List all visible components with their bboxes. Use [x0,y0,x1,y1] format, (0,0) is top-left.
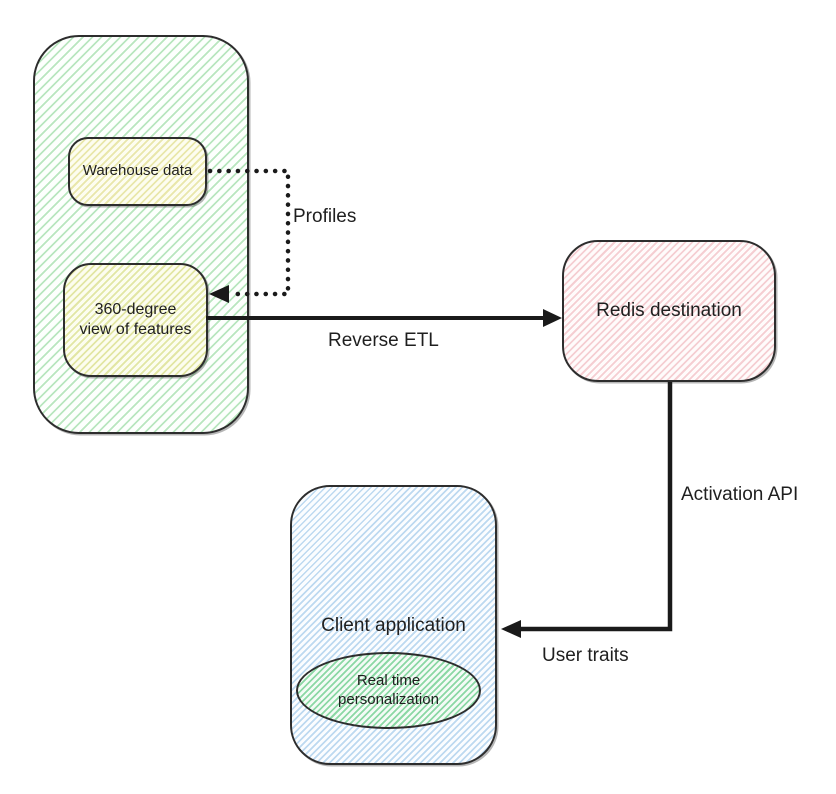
node-realtime-personalization: Real time personalization [296,652,481,729]
node-warehouse-data-label: Warehouse data [82,162,193,180]
node-feature-view-label: 360-degree view of features [79,301,192,338]
edge-profiles-label: Profiles [293,206,357,227]
node-redis-destination: Redis destination [562,240,776,382]
node-feature-view: 360-degree view of features [63,263,208,377]
edge-activation-api-label: Activation API [681,484,799,505]
node-client-application-label: Client application [321,615,466,636]
edge-redis-to-client-arrowhead [501,620,521,638]
node-redis-destination-label: Redis destination [596,300,742,322]
edge-user-traits-label: User traits [542,645,629,666]
edge-reverse-etl-arrowhead [543,309,562,327]
edge-redis-to-client-line [520,382,673,632]
node-warehouse-data: Warehouse data [68,137,207,206]
node-realtime-personalization-label: Real time personalization [338,671,439,708]
edge-reverse-etl-label: Reverse ETL [328,330,439,351]
